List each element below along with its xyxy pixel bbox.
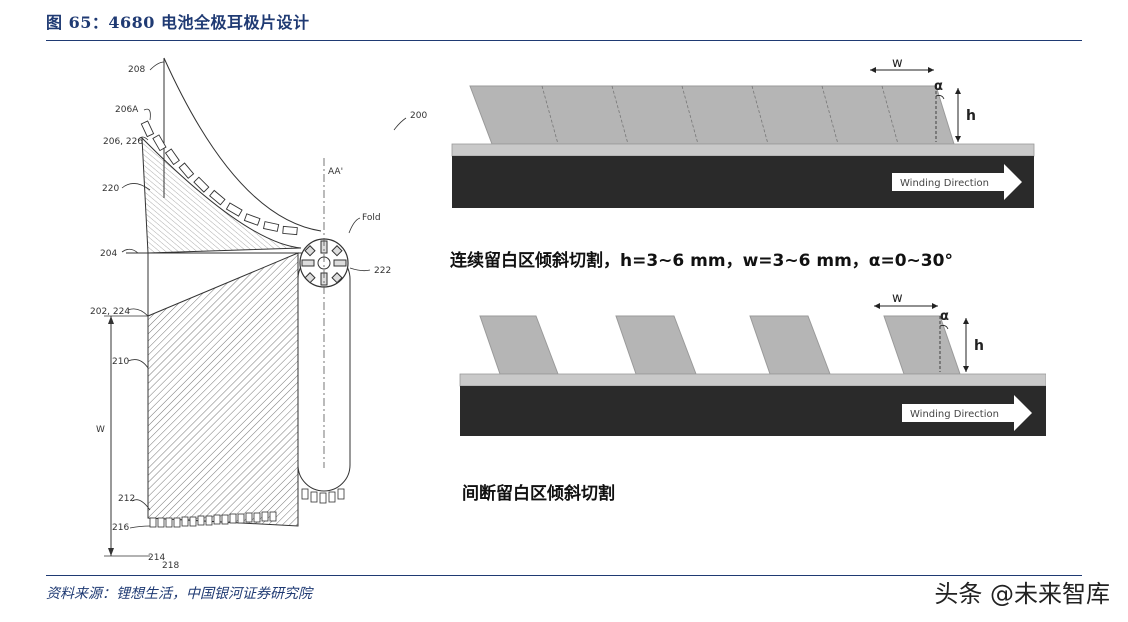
width-w-label-2: w — [892, 291, 903, 306]
current-collector-strip-2 — [459, 373, 1046, 387]
continuous-blank-strip — [469, 85, 955, 145]
label-212: 212 — [118, 494, 135, 504]
tab-teeth-upper — [140, 120, 298, 236]
diagram-labels: 208 206A 206, 226 220 204 202, 224 210 W… — [90, 65, 427, 571]
current-collector-strip — [451, 143, 1035, 157]
winding-direction-label: Winding Direction — [900, 178, 989, 189]
label-218: 218 — [162, 561, 179, 571]
label-220: 220 — [102, 184, 119, 194]
label-206a: 206A — [115, 105, 139, 115]
top-divider — [46, 40, 1082, 41]
label-aa: AA' — [328, 167, 343, 177]
label-fold: Fold — [362, 213, 381, 223]
label-204: 204 — [100, 249, 117, 259]
angle-alpha-label-2: α — [940, 309, 949, 324]
label-216: 216 — [112, 523, 129, 533]
label-208: 208 — [128, 65, 145, 75]
label-206-226: 206, 226 — [103, 137, 143, 147]
height-h-label-2: h — [974, 338, 984, 354]
intermittent-cut-diagram: Winding Direction w α h — [459, 291, 1046, 436]
label-210: 210 — [112, 357, 129, 367]
continuous-cut-diagram: Winding Direction w α h — [451, 56, 1035, 208]
source-note: 资料来源：锂想生活，中国银河证券研究院 — [46, 586, 312, 602]
tab-blocks — [479, 315, 961, 375]
winding-direction-label-2: Winding Direction — [910, 409, 999, 420]
patent-electrode-diagram: 208 206A 206, 226 220 204 202, 224 210 W… — [90, 57, 427, 571]
width-w-label: w — [892, 56, 903, 71]
watermark-text: 头条 @未来智库 — [934, 580, 1110, 608]
electrode-sheet — [147, 252, 299, 527]
label-w: W — [96, 425, 105, 435]
bottom-divider — [46, 575, 1082, 576]
label-214: 214 — [148, 553, 165, 563]
intermittent-cut-caption: 间断留白区倾斜切割 — [462, 484, 615, 504]
tab-teeth-lower — [149, 511, 277, 528]
roll-spokes — [301, 240, 347, 286]
label-202-224: 202, 224 — [90, 307, 130, 317]
label-200: 200 — [410, 111, 427, 121]
figure-title: 图 65：4680 电池全极耳极片设计 — [46, 13, 310, 32]
height-h-label: h — [966, 108, 976, 124]
curved-edge-208 — [163, 57, 322, 232]
winding-direction-arrow — [892, 164, 1022, 200]
angle-alpha-label: α — [934, 79, 943, 94]
winding-direction-arrow-2 — [902, 395, 1032, 431]
label-222: 222 — [374, 266, 391, 276]
continuous-cut-caption: 连续留白区倾斜切割，h=3~6 mm，w=3~6 mm，α=0~30° — [450, 251, 953, 271]
tab-region — [141, 136, 302, 254]
